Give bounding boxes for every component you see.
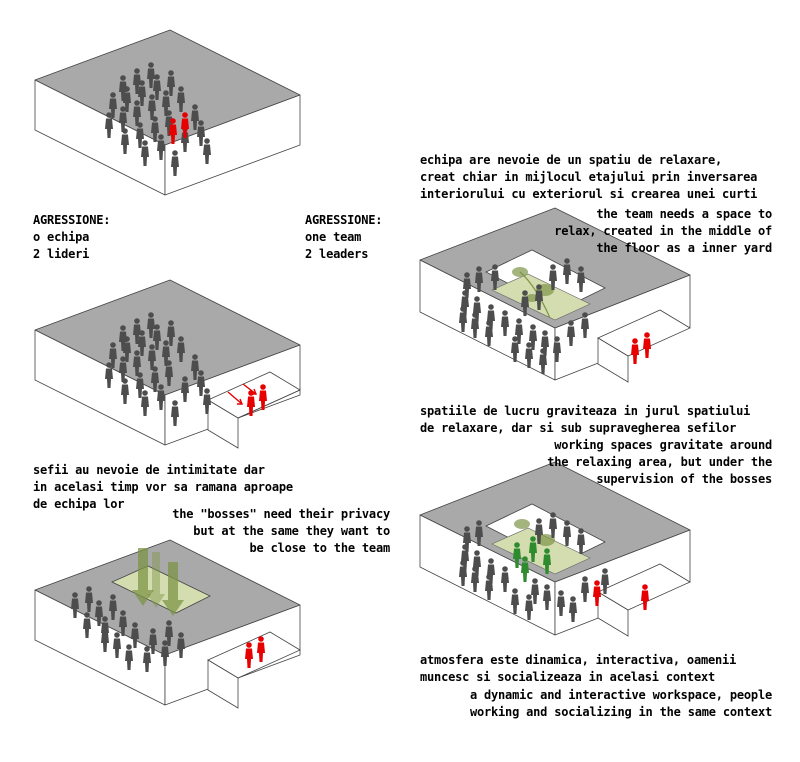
boss-office-3 bbox=[207, 631, 301, 709]
diagram-relax-yard-4 bbox=[419, 207, 691, 383]
diagram-bosses-office bbox=[34, 279, 301, 449]
text-dynamic-en: a dynamic and interactive workspace, peo… bbox=[469, 688, 772, 719]
text-bosses-ro: sefii au nevoie de intimitate dar in ace… bbox=[33, 463, 293, 511]
arrows-to-leaders bbox=[227, 383, 258, 405]
boss-office-4 bbox=[597, 309, 691, 383]
text-dynamic-ro: atmosfera este dinamica, interactiva, oa… bbox=[420, 653, 737, 684]
text-yard-en: the team needs a space to relax, created… bbox=[554, 207, 772, 255]
text-work-en: working spaces gravitate around the rela… bbox=[547, 438, 772, 486]
text-bosses-en: the "bosses" need their privacy but at t… bbox=[172, 507, 390, 555]
label-agressione-ro: AGRESSIONE: o echipa 2 lideri bbox=[33, 213, 111, 261]
yard-plants-5 bbox=[514, 519, 555, 546]
diagram-dynamic-5 bbox=[419, 461, 691, 637]
text-yard-ro: echipa are nevoie de un spatiu de relaxa… bbox=[420, 153, 758, 201]
yard-arrows-3 bbox=[132, 548, 184, 616]
boss-office-2 bbox=[207, 371, 301, 449]
label-agressione-en: AGRESSIONE: one team 2 leaders bbox=[305, 213, 383, 261]
diagram-inner-yard-3 bbox=[34, 539, 301, 709]
text-work-ro: spatiile de lucru graviteaza in jurul sp… bbox=[420, 404, 751, 435]
diagram-one-team bbox=[34, 29, 301, 196]
inner-yard-3 bbox=[111, 565, 211, 614]
